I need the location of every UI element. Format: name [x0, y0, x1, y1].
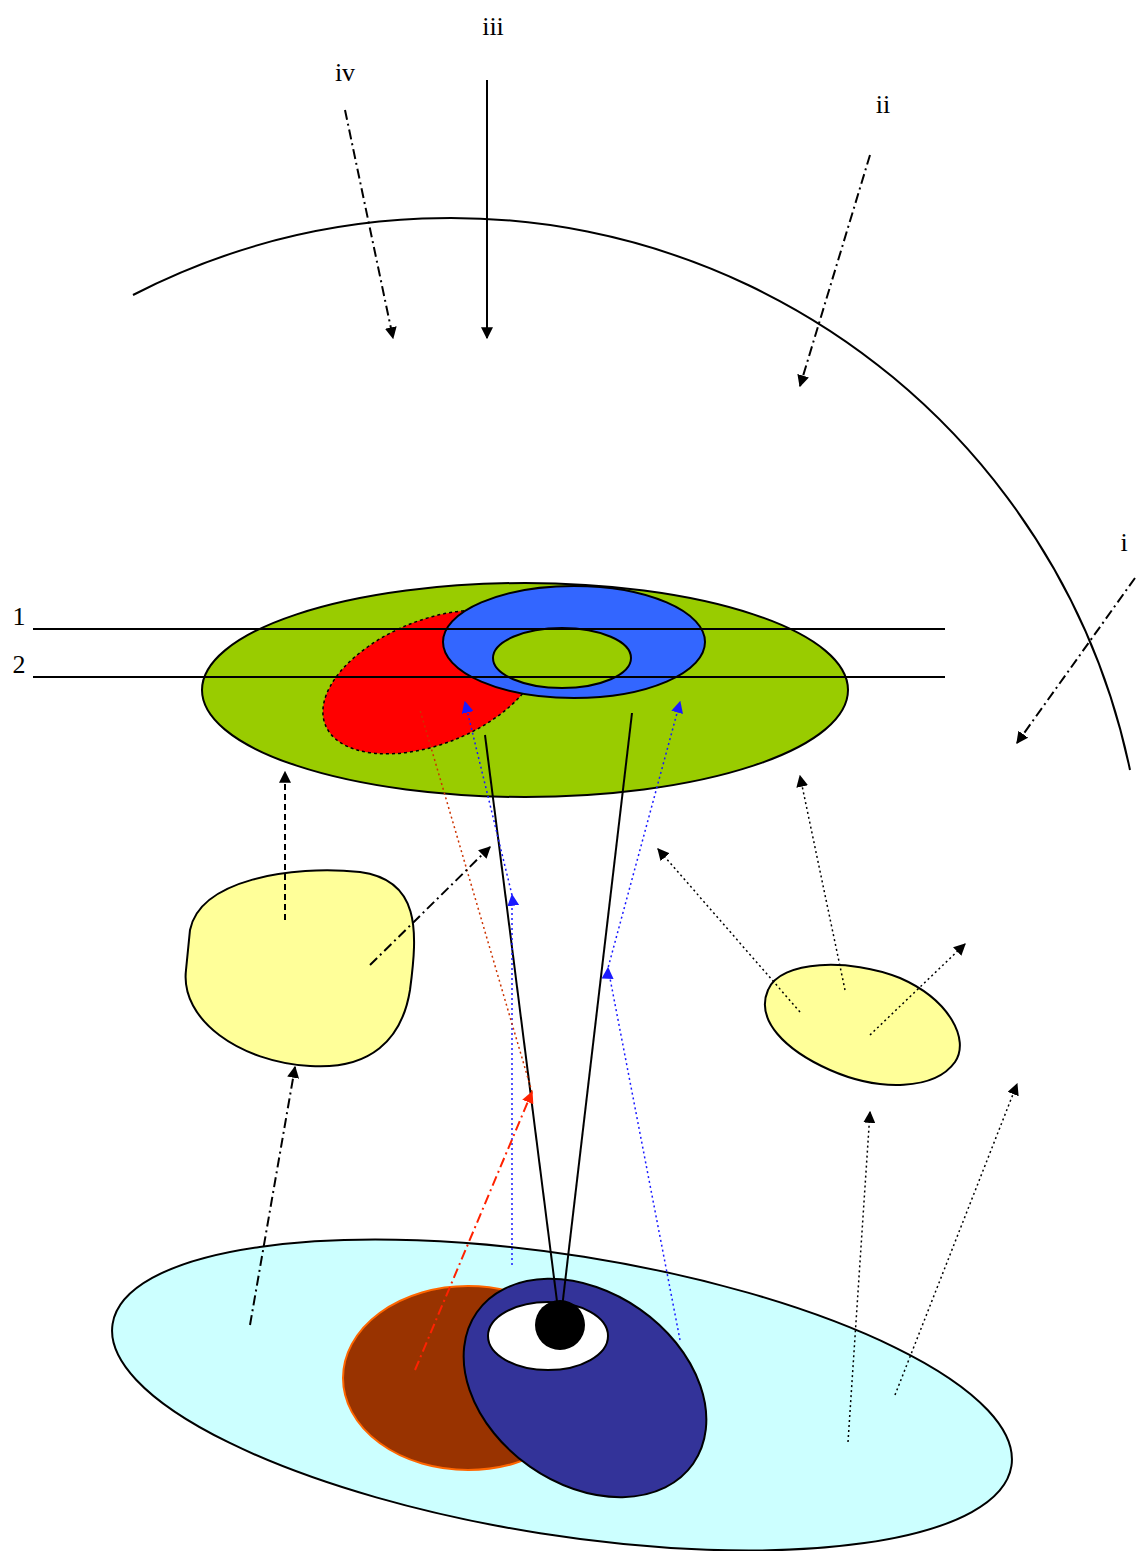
scatter-arrow	[370, 847, 490, 965]
scatter-arrow	[658, 849, 800, 1012]
scatter-arrow	[848, 1112, 870, 1442]
beams	[415, 702, 680, 1370]
yellow-body	[765, 965, 960, 1085]
blue-dotted-arrow	[465, 702, 512, 1265]
source-disc	[422, 1234, 748, 1543]
callout-label: 2	[13, 652, 26, 678]
beam-line	[560, 713, 632, 1325]
ray-arrow	[800, 155, 870, 386]
scatter-arrow	[800, 776, 845, 990]
section-lines	[33, 629, 945, 677]
callout-label: 1	[13, 604, 26, 630]
section-line	[33, 676, 945, 678]
red-arrow	[415, 1092, 532, 1370]
callout-label: iv	[335, 60, 355, 86]
blue-dotted-arrow	[608, 702, 680, 1340]
section-line	[33, 628, 945, 630]
yellow-body	[186, 870, 414, 1066]
callout-label: iii	[482, 14, 504, 40]
ray-arrow	[486, 80, 488, 338]
red-dotted-line	[420, 710, 532, 1092]
ring-hole	[493, 628, 631, 688]
beam-line	[485, 735, 560, 1325]
base-ellipse	[91, 1186, 1034, 1551]
scatter-arrows	[250, 772, 1017, 1442]
green-layer	[202, 583, 848, 797]
scatter-arrow	[870, 944, 965, 1035]
ray-arrow	[345, 110, 393, 338]
callout-label: ii	[876, 92, 890, 118]
scatter-arrow	[250, 1067, 295, 1325]
scatter-arrow	[284, 772, 286, 920]
callout-label: i	[1120, 530, 1127, 556]
scatter-arrow	[895, 1084, 1017, 1395]
ray-arrow	[1017, 578, 1135, 743]
blue-ring	[443, 586, 705, 698]
